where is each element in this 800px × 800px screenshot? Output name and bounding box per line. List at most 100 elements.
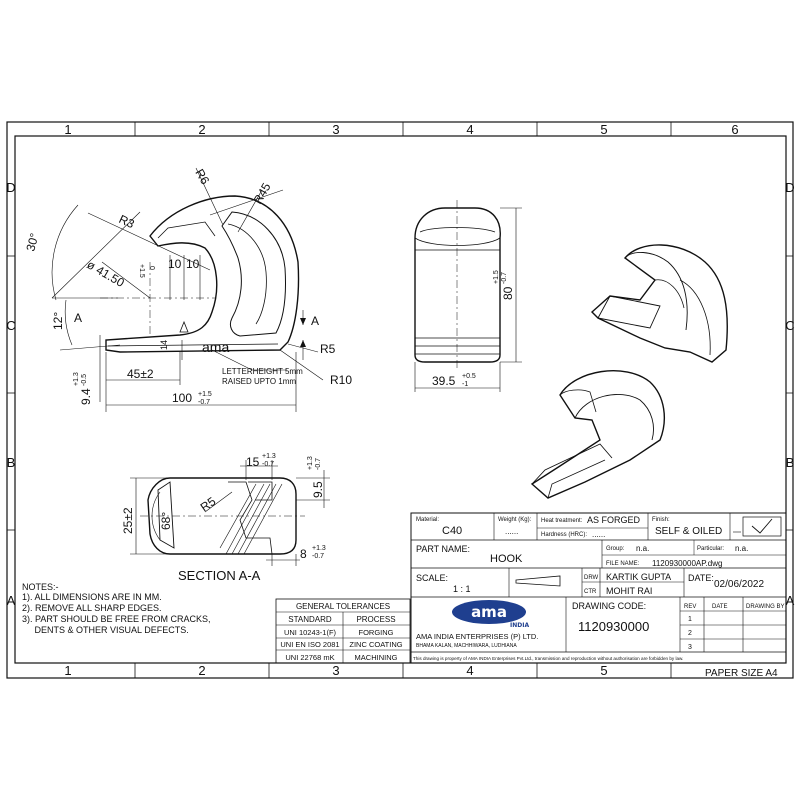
part-name-value: HOOK: [490, 553, 523, 565]
date-value: 02/06/2022: [714, 579, 764, 590]
company-logo: ama INDIA: [452, 600, 529, 629]
dim-39-5-tol-up: +0.5: [462, 373, 476, 380]
drw-value: KARTIK GUPTA: [606, 572, 671, 582]
dim-r10: R10: [330, 373, 352, 387]
zone-bottom-5: 5: [600, 663, 607, 678]
dim-9-5-tol-lo: -0.7: [315, 458, 322, 470]
dim-10b: 10: [186, 257, 200, 271]
side-outline: [414, 207, 501, 363]
zone-top-5: 5: [600, 122, 607, 137]
dim-100-tol-lo: -0.7: [198, 399, 210, 406]
zone-bottom-3: 3: [332, 663, 339, 678]
section-mark-left: A: [74, 311, 82, 325]
raised-letter-mark: ama: [202, 339, 229, 355]
drawing-by-column-label: DRAWING BY: [746, 604, 784, 610]
dim-14: 14: [159, 340, 169, 350]
zone-ticks: [7, 122, 793, 678]
dim-diameter-tol-lo: 0: [148, 266, 155, 270]
group-label: Group:: [606, 546, 625, 552]
dim-9-5: 9.5: [311, 481, 325, 498]
dim-r45: R45: [250, 180, 273, 206]
section-mark-right: A: [311, 314, 319, 328]
zone-bottom-2: 2: [198, 663, 205, 678]
tolerance-standard-2: UNI EN ISO 2081: [280, 640, 339, 649]
dim-25: 25±2: [121, 507, 135, 534]
dim-9-5-tol-up: +1.3: [307, 456, 314, 470]
dim-r3: R3: [117, 212, 137, 231]
hardness-value: ......: [592, 530, 605, 539]
dim-9-4: 9.4: [79, 388, 93, 405]
group-value: n.a.: [636, 544, 649, 553]
rev-column-label: REV: [684, 604, 696, 610]
dim-8-tol-lo: -0.7: [312, 553, 324, 560]
zone-left-d: D: [6, 180, 15, 195]
dim-angle-30: 30°: [23, 231, 41, 252]
section-label: SECTION A-A: [178, 568, 261, 583]
paper-size: PAPER SIZE A4: [705, 668, 778, 679]
hook-outline: [105, 195, 300, 353]
hook-groove: [227, 223, 267, 325]
material-label: Material:: [416, 517, 439, 523]
tolerance-col-process: PROCESS: [356, 615, 395, 624]
tolerance-standard-3: UNI 22768 mK: [285, 653, 334, 662]
ctr-value: MOHIT RAI: [606, 586, 652, 596]
tolerance-process-2: ZINC COATING: [349, 640, 402, 649]
ctr-label: CTR: [584, 589, 597, 595]
zone-right-b: B: [786, 455, 795, 470]
weight-value: ......: [505, 527, 518, 536]
title-block: Material: C40 Weight (Kg): ...... Heat t…: [410, 512, 787, 664]
notes-title: NOTES:-: [22, 582, 59, 592]
scale-label: SCALE:: [416, 573, 448, 583]
dim-9-4-tol-lo: -0.5: [81, 374, 88, 386]
logo-text: ama: [471, 603, 507, 621]
tolerance-table: GENERAL TOLERANCES STANDARD PROCESS UNI …: [275, 598, 411, 664]
tolerance-standard-1: UNI 10243-1(F): [284, 628, 337, 637]
taper-symbol-icon: [515, 575, 561, 587]
dim-39-5-tol-lo: -1: [462, 381, 468, 388]
zone-right-d: D: [785, 180, 794, 195]
dim-80-tol-up: +1.5: [493, 270, 500, 284]
weight-label: Weight (Kg):: [498, 517, 532, 523]
part-name-label: PART NAME:: [416, 544, 470, 554]
front-view: 30° R3 R6 R45 ø 41.50 +1.5 0 10 10 12° A…: [23, 167, 352, 412]
zone-left-c: C: [6, 318, 15, 333]
dim-45: 45±2: [127, 367, 154, 381]
dim-diameter-tol-up: +1.5: [138, 264, 145, 278]
outer-frame: [6, 121, 794, 679]
file-name-label: FILE NAME:: [606, 561, 640, 567]
company-address: BHAMA KALAN, MACHHIWARA, LUDHIANA: [416, 643, 517, 649]
drw-label: DRW: [584, 575, 599, 581]
dim-10a: 10: [168, 257, 182, 271]
date-label: DATE:: [688, 573, 714, 583]
tolerance-title: GENERAL TOLERANCES: [296, 602, 390, 611]
drawing-code-label: DRAWING CODE:: [572, 601, 646, 611]
dim-r6: R6: [192, 167, 212, 188]
material-value: C40: [442, 525, 462, 537]
side-view: 80 +1.5 -0.7 39.5 +0.5 -1: [414, 200, 522, 392]
heat-label: Heat treatment:: [541, 518, 583, 524]
zone-bottom-1: 1: [64, 663, 71, 678]
zone-right-a: A: [786, 593, 795, 608]
rev-row-3: 3: [688, 644, 692, 651]
iso-view-top: [590, 244, 728, 363]
note-line-3: 3). PART SHOULD BE FREE FROM CRACKS,: [22, 614, 211, 624]
heat-value: AS FORGED: [587, 515, 641, 525]
drawing-code-value: 1120930000: [578, 619, 649, 634]
zone-left-b: B: [7, 455, 16, 470]
dim-15-tol-lo: -0.7: [262, 461, 274, 468]
zone-top-2: 2: [198, 122, 205, 137]
note-line-2: 2). REMOVE ALL SHARP EDGES.: [22, 603, 162, 613]
zone-left-a: A: [7, 593, 16, 608]
dim-8-tol-up: +1.3: [312, 545, 326, 552]
tolerance-process-3: MACHINING: [355, 653, 398, 662]
section-view: 15 +1.3 -0.7 9.5 +1.3 -0.7 25±2 68° R5 8…: [121, 453, 330, 583]
rev-row-1: 1: [688, 616, 692, 623]
zone-top-1: 1: [64, 122, 71, 137]
tolerance-col-standard: STANDARD: [288, 615, 332, 624]
company-name: AMA INDIA ENTERPRISES (P) LTD.: [416, 632, 538, 641]
letter-note-height: LETTERHEIGHT 5mm: [222, 367, 303, 376]
projection-symbol-icon: [733, 516, 782, 537]
dim-diameter: ø 41.50: [85, 257, 128, 290]
dim-r5: R5: [320, 342, 336, 356]
